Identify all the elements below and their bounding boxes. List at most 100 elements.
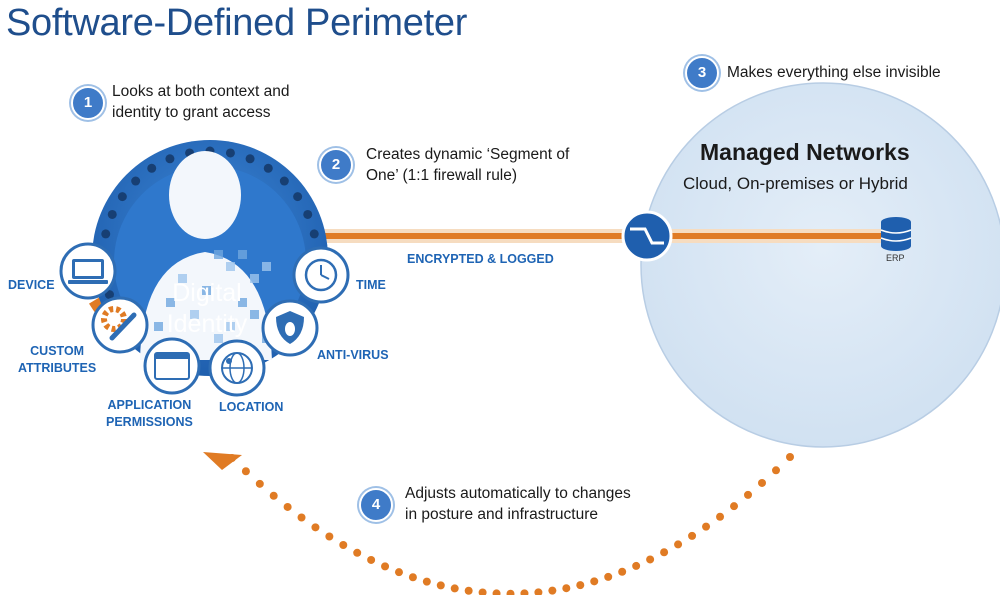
pixel-cell	[250, 310, 259, 319]
feedback-dot	[269, 491, 278, 500]
pixel-cell	[214, 250, 223, 259]
pixel-cell	[226, 262, 235, 271]
pixel-cell	[214, 334, 223, 343]
step-4-text: Adjusts automatically to changes in post…	[405, 485, 631, 523]
network-subtitle: Cloud, On-premises or Hybrid	[683, 174, 908, 193]
feedback-dot	[702, 522, 711, 531]
feedback-dot	[786, 453, 794, 461]
feedback-dot	[674, 540, 683, 549]
pixel-cell	[238, 250, 247, 259]
managed-network-circle	[640, 82, 1000, 448]
feedback-dot	[646, 555, 655, 564]
feedback-dot	[562, 584, 571, 593]
feedback-dot	[436, 581, 445, 590]
encrypted-link	[305, 229, 883, 243]
feedback-dot	[716, 512, 725, 521]
ring-dot	[165, 154, 175, 164]
ring-dot	[104, 290, 114, 300]
feedback-dot	[408, 573, 417, 582]
pixel-cell	[250, 274, 259, 283]
attr-time: TIME	[356, 278, 386, 292]
pixel-cell	[238, 298, 247, 307]
feedback-dot	[325, 532, 334, 541]
feedback-dot	[464, 586, 473, 595]
ring-dot	[245, 154, 255, 164]
pixel-pattern	[154, 250, 271, 343]
feedback-dot	[534, 588, 543, 595]
feedback-dot	[353, 548, 362, 557]
attr-custom-attributes: CUSTOM ATTRIBUTES	[18, 344, 97, 375]
feedback-dot	[688, 531, 697, 540]
feedback-dot	[590, 577, 599, 586]
attr-anti-virus: ANTI-VIRUS	[317, 348, 389, 362]
step-3-text: Makes everything else invisible	[727, 64, 941, 81]
step-2-badge: 2	[319, 148, 353, 182]
clock-icon	[292, 246, 350, 304]
feedback-dot	[744, 490, 753, 499]
ring-dot	[279, 176, 289, 186]
pixel-cell	[226, 322, 235, 331]
feedback-loop-arrow	[228, 453, 794, 595]
pixel-cell	[190, 310, 199, 319]
attr-location: LOCATION	[219, 400, 284, 414]
network-title: Managed Networks	[700, 139, 910, 165]
link-label: ENCRYPTED & LOGGED	[407, 252, 554, 266]
feedback-dot	[548, 586, 557, 595]
pixel-cell	[262, 262, 271, 271]
feedback-dot	[255, 479, 264, 488]
gateway-node-icon	[621, 210, 673, 262]
feedback-dot	[297, 513, 306, 522]
feedback-dot	[478, 588, 487, 595]
ring-dot	[225, 148, 235, 158]
bug-shield-icon	[261, 299, 319, 357]
ring-dot	[107, 209, 117, 219]
ring-dot	[293, 192, 303, 202]
page-title: Software-Defined Perimeter	[6, 2, 468, 44]
pixel-cell	[154, 322, 163, 331]
gear-wrench-icon	[91, 296, 149, 354]
ring-dot	[263, 163, 273, 173]
ring-dot	[101, 229, 111, 239]
feedback-dot	[241, 467, 250, 476]
ring-dot	[147, 163, 157, 173]
feedback-dot	[520, 589, 529, 595]
ring-dot	[303, 209, 313, 219]
ring-dot	[131, 176, 141, 186]
feedback-dot	[283, 502, 292, 511]
device-icon	[59, 242, 117, 300]
feedback-dot	[506, 589, 515, 595]
feedback-dot	[381, 562, 390, 571]
feedback-dot	[604, 572, 613, 581]
feedback-dot	[758, 478, 767, 487]
globe-icon	[208, 339, 266, 397]
ring-dot	[309, 229, 319, 239]
feedback-dot	[632, 561, 641, 570]
feedback-dot	[772, 466, 781, 475]
attr-device: DEVICE	[8, 278, 55, 292]
attr-application-permissions: APPLICATION PERMISSIONS	[106, 398, 193, 429]
feedback-dot	[422, 577, 431, 586]
digital-identity-label: Digital Identity	[166, 279, 248, 338]
browser-window-icon	[143, 337, 201, 395]
feedback-dot	[660, 548, 669, 557]
person-silhouette-icon	[140, 151, 272, 360]
feedback-dot	[730, 502, 739, 511]
step-1-badge: 1	[71, 86, 105, 120]
feedback-dot	[367, 555, 376, 564]
pixel-cell	[166, 298, 175, 307]
feedback-dot	[450, 584, 459, 593]
feedback-dot	[339, 541, 348, 549]
feedback-dot	[394, 568, 403, 577]
feedback-dot	[311, 523, 320, 532]
database-icon	[880, 217, 912, 251]
feedback-dot	[492, 589, 501, 595]
step-1-text: Looks at both context and identity to gr…	[112, 83, 290, 121]
feedback-dot	[618, 567, 627, 576]
step-3-badge: 3	[685, 56, 719, 90]
pixel-cell	[178, 274, 187, 283]
step-2-text: Creates dynamic ‘Segment of One’ (1:1 fi…	[366, 146, 570, 184]
ring-dot	[117, 192, 127, 202]
arrowhead-icon	[203, 452, 242, 470]
feedback-dot	[576, 581, 585, 590]
